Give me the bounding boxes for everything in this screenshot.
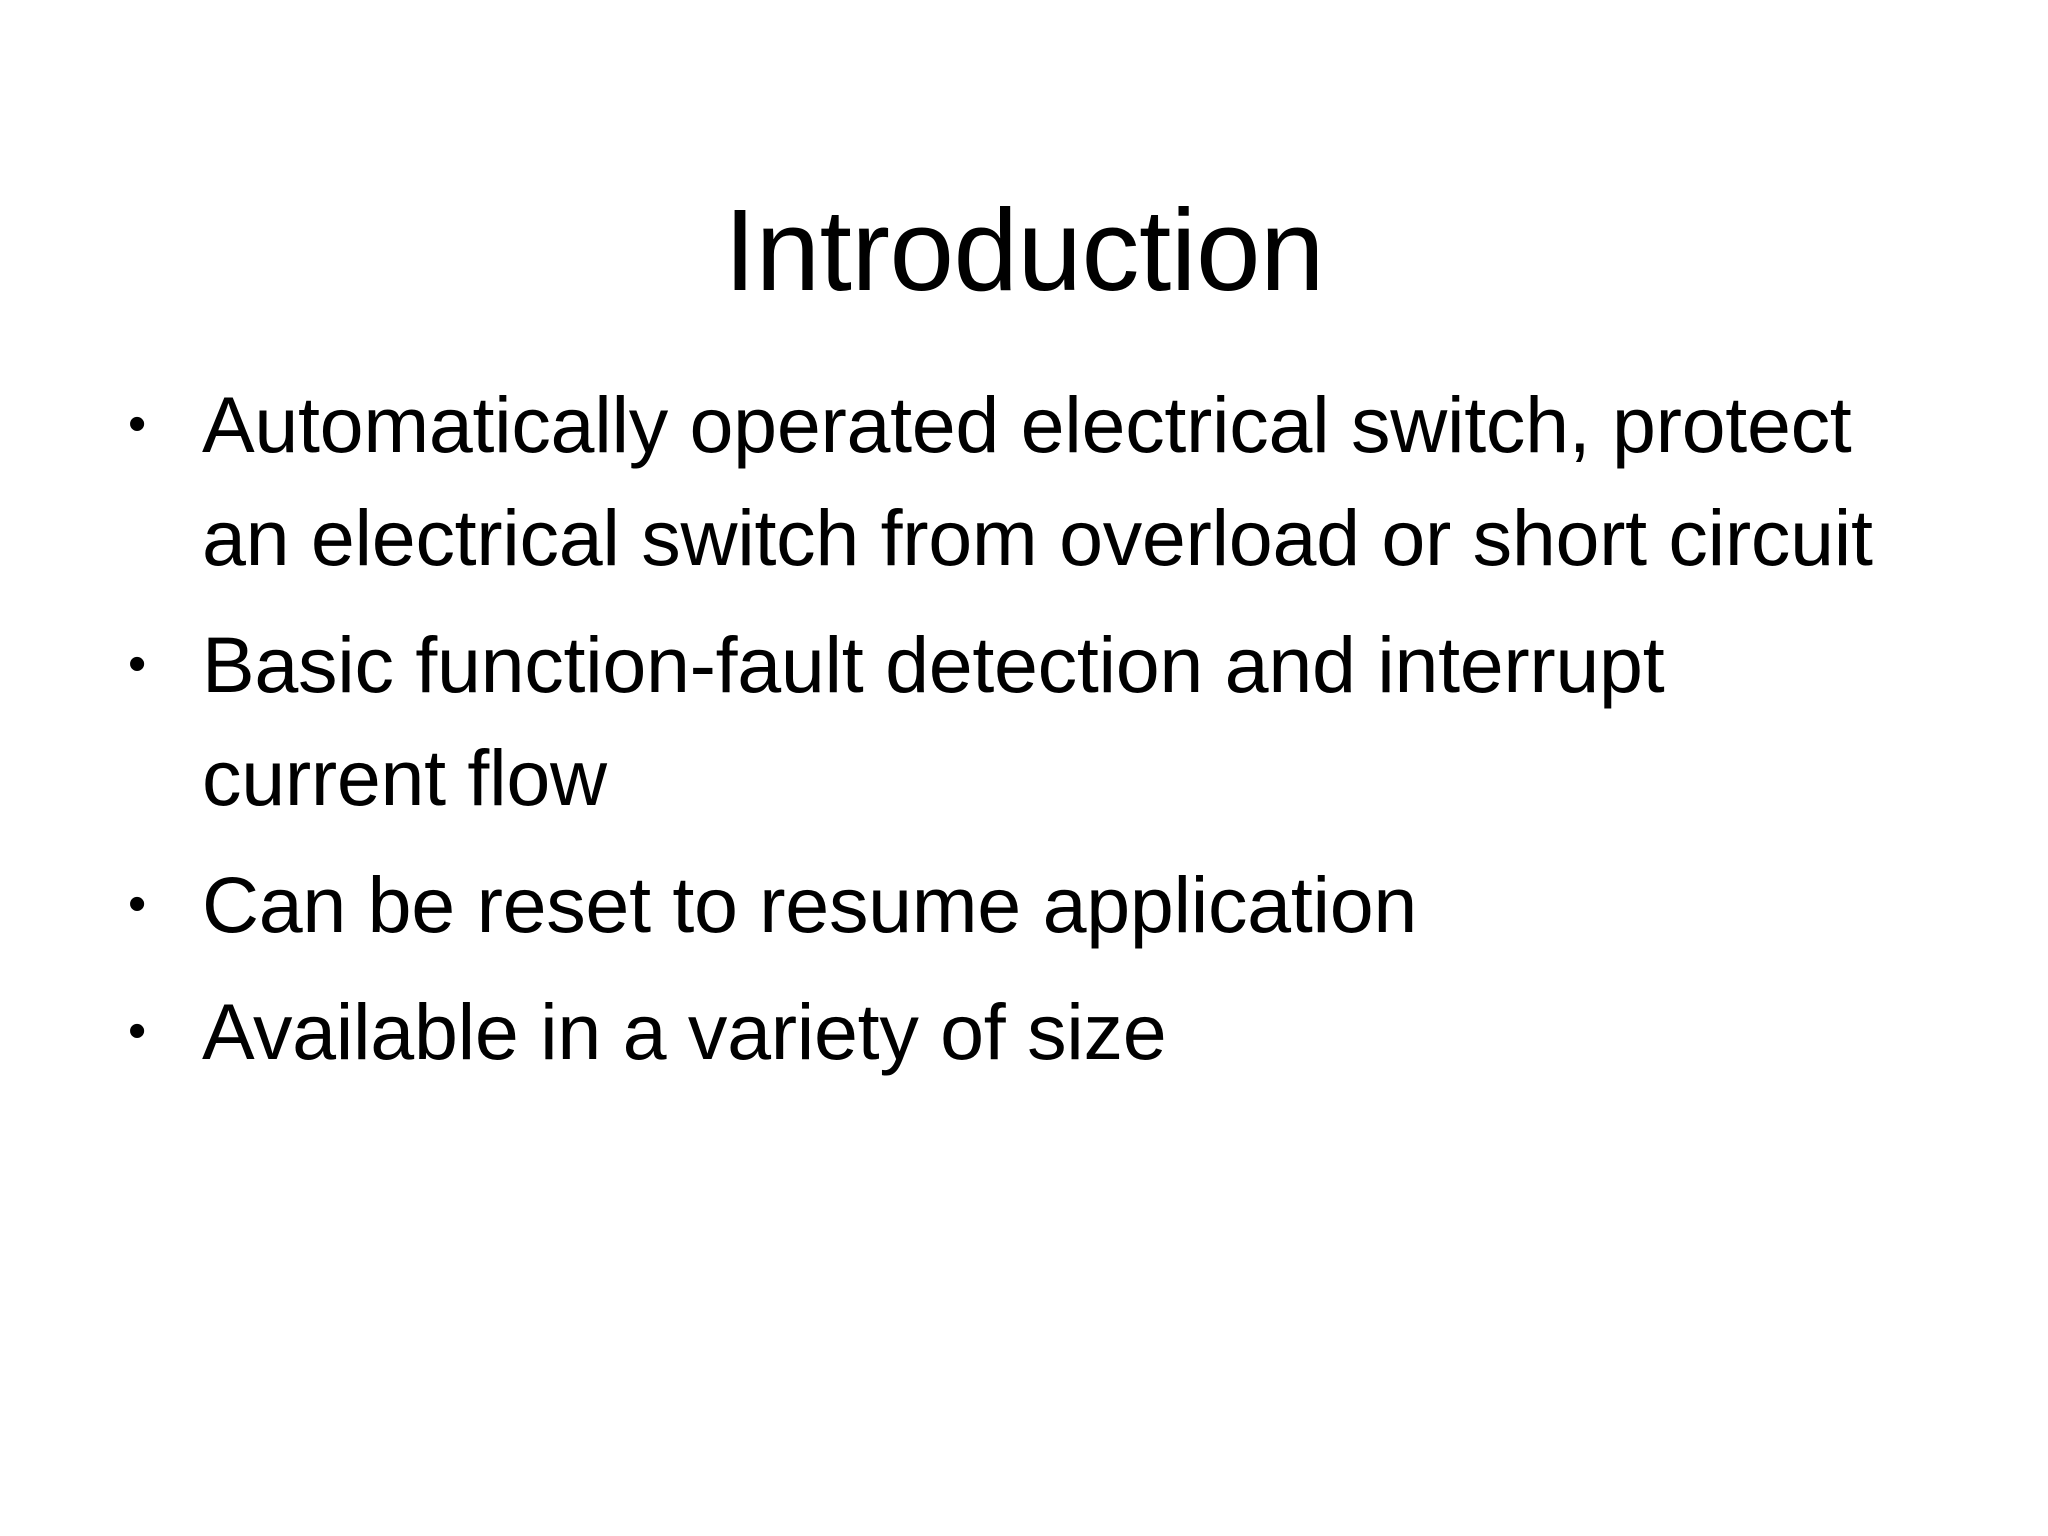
bullet-point-icon: • [128, 875, 146, 933]
bullet-list: • Automatically operated electrical swit… [104, 368, 1904, 1088]
bullet-point-icon: • [128, 395, 146, 453]
list-item-text: Can be reset to resume application [202, 860, 1417, 949]
page-title: Introduction [723, 184, 1325, 315]
bullet-point-icon: • [128, 1002, 146, 1060]
bullet-point-icon: • [128, 635, 146, 693]
list-item-text: Available in a variety of size [202, 987, 1167, 1076]
list-item: • Automatically operated electrical swit… [104, 368, 1904, 594]
list-item: • Basic function-fault detection and int… [104, 608, 1904, 834]
list-item: • Available in a variety of size [104, 975, 1904, 1088]
list-item-text: Basic function-fault detection and inter… [202, 620, 1665, 822]
list-item-text: Automatically operated electrical switch… [202, 380, 1873, 582]
list-item: • Can be reset to resume application [104, 848, 1904, 961]
